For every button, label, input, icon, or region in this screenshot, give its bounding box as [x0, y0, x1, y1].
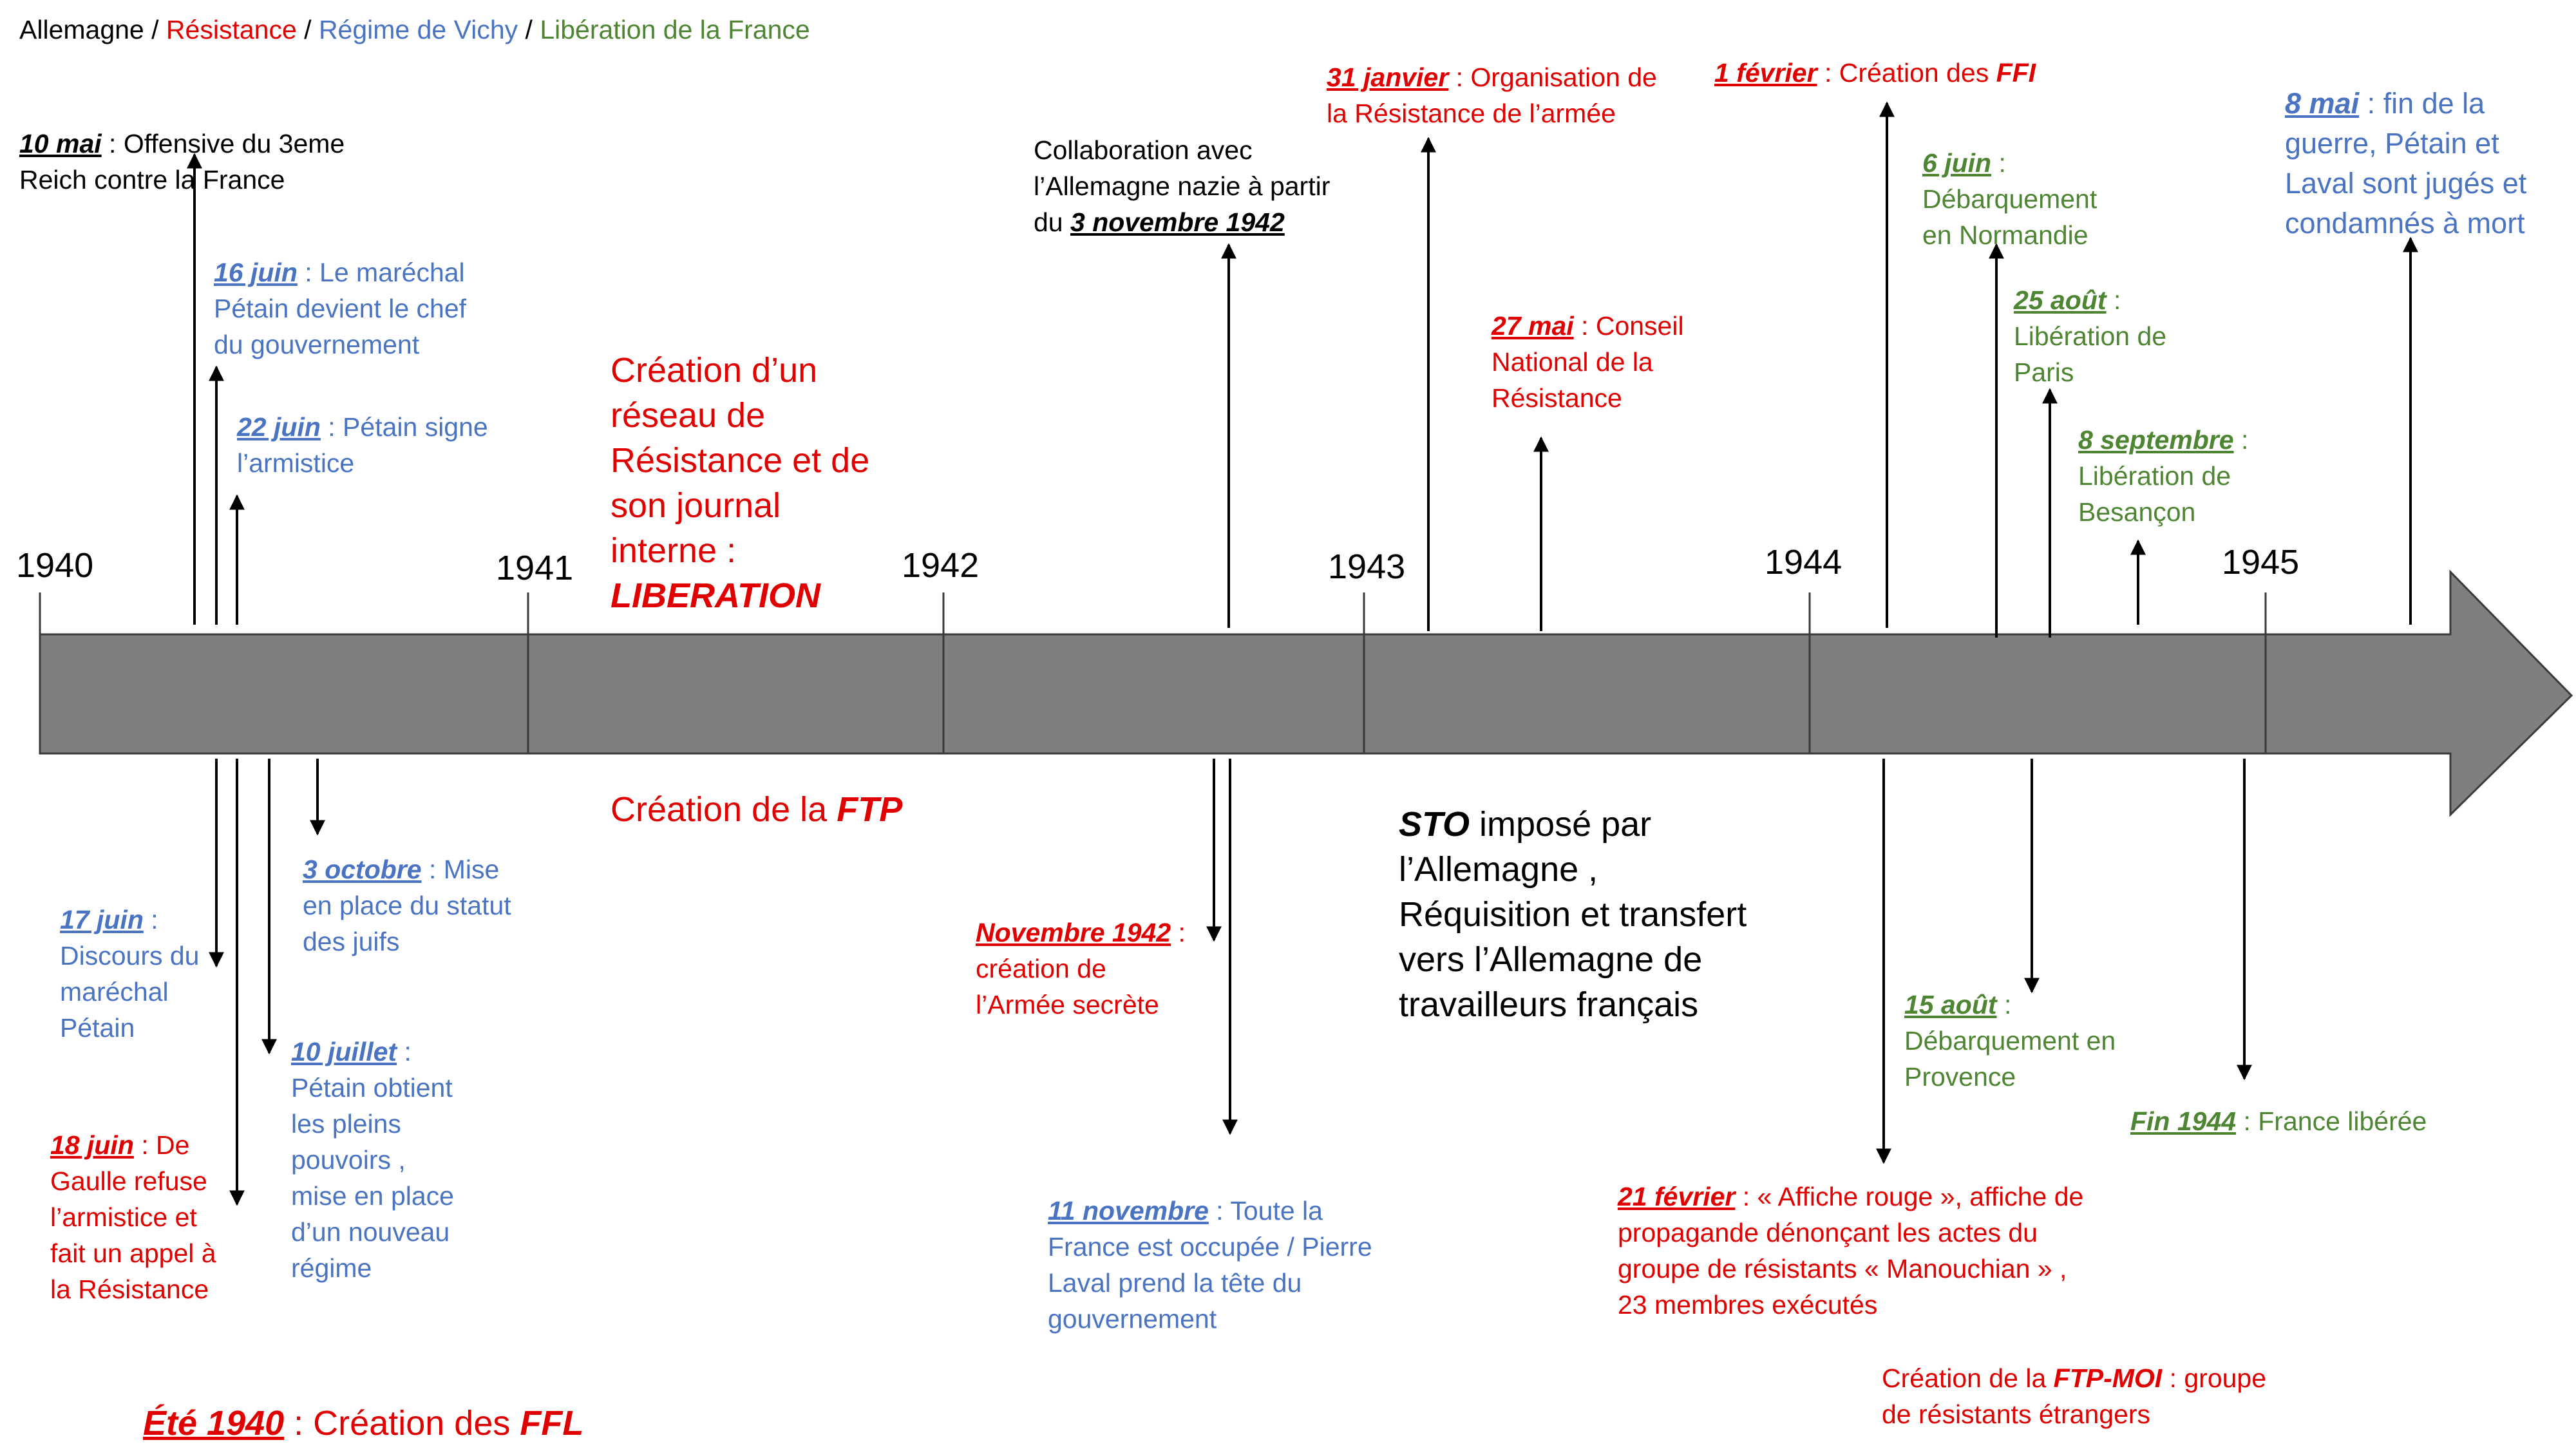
legend-resistance: Résistance	[166, 15, 297, 44]
event-sto: STO imposé par l’Allemagne , Réquisition…	[1399, 802, 1747, 1027]
event-3octobre: 3 octobre : Mise en place du statut des …	[303, 851, 511, 960]
event-16juin: 16 juin : Le maréchal Pétain devient le …	[214, 254, 466, 363]
event-text: : Le maréchal Pétain devient le chef du …	[214, 258, 467, 359]
event-date: 18 juin	[50, 1130, 134, 1160]
legend-allemagne: Allemagne	[19, 15, 144, 44]
event-text: Création de la	[1882, 1363, 2054, 1393]
year-label: 1943	[1328, 547, 1406, 586]
event-8mai: 8 mai : fin de la guerre, Pétain et Lava…	[2285, 84, 2526, 243]
year-label: 1944	[1765, 543, 1842, 582]
event-text: : France libérée	[2236, 1106, 2427, 1136]
event-text: : fin de la guerre, Pétain et Laval sont…	[2285, 87, 2527, 240]
year-label: 1940	[16, 546, 94, 585]
event-collaboration: Collaboration avec l’Allemagne nazie à p…	[1034, 132, 1330, 240]
event-text: : Débarquement en Provence	[1904, 990, 2116, 1092]
event-text: : « Affiche rouge », affiche de propagan…	[1618, 1182, 2084, 1320]
event-text: Création d’un réseau de Résistance et de…	[611, 351, 870, 570]
event-date: 25 août	[2014, 285, 2107, 315]
event-date: 27 mai	[1492, 311, 1574, 341]
event-date: Été 1940	[143, 1404, 285, 1443]
event-date: 22 juin	[237, 412, 321, 442]
event-fin1944: Fin 1944 : France libérée	[2130, 1103, 2427, 1139]
event-text: : Organisation de la Résistance de l’arm…	[1327, 62, 1657, 128]
year-label: 1942	[902, 546, 980, 585]
event-1fevrier: 1 février : Création des FFI	[1714, 55, 2036, 91]
event-date: 17 juin	[60, 905, 144, 934]
event-date: 3 novembre 1942	[1070, 207, 1285, 237]
event-date: 31 janvier	[1327, 62, 1449, 92]
event-25aout: 25 août : Libération de Paris	[2014, 282, 2166, 390]
event-text: : Création des	[1817, 58, 1996, 88]
event-bold: FTP	[837, 790, 903, 829]
event-date: 10 mai	[19, 129, 102, 158]
event-text: : Débarquement en Normandie	[1922, 148, 2098, 250]
event-text: : Toute la France est occupée / Pierre L…	[1048, 1196, 1372, 1334]
timeline-arrow-bar	[39, 569, 2573, 817]
event-text: : Conseil National de la Résistance	[1492, 311, 1684, 413]
event-8septembre: 8 septembre : Libération de Besançon	[2078, 422, 2248, 530]
legend-liberation: Libération de la France	[540, 15, 810, 44]
year-label: 1941	[496, 549, 574, 587]
event-27mai: 27 mai : Conseil National de la Résistan…	[1492, 308, 1684, 416]
event-arrows	[187, 101, 2418, 1206]
event-date: 1 février	[1714, 58, 1817, 88]
legend: Allemagne / Résistance / Régime de Vichy…	[19, 12, 810, 48]
year-ticks	[39, 592, 2267, 753]
event-date: 15 août	[1904, 990, 1997, 1019]
event-bold: STO	[1399, 805, 1470, 844]
event-6juin: 6 juin : Débarquement en Normandie	[1922, 145, 2097, 253]
event-ete1940: Été 1940 : Création des FFL	[143, 1401, 583, 1446]
legend-separator: /	[518, 15, 540, 44]
event-ftp-moi: Création de la FTP-MOI : groupe de résis…	[1882, 1360, 2266, 1432]
event-text: : Mise en place du statut des juifs	[303, 855, 511, 956]
event-date: 6 juin	[1922, 148, 1992, 178]
event-bold: LIBERATION	[611, 576, 820, 615]
event-text: : Discours du maréchal Pétain	[60, 905, 200, 1043]
event-text: : De Gaulle refuse l’armistice et fait u…	[50, 1130, 216, 1304]
event-11novembre: 11 novembre : Toute la France est occupé…	[1048, 1193, 1372, 1337]
event-10juillet: 10 juillet : Pétain obtient les pleins p…	[291, 1034, 454, 1286]
event-15aout: 15 août : Débarquement en Provence	[1904, 987, 2116, 1095]
legend-vichy: Régime de Vichy	[318, 15, 518, 44]
event-text: : groupe de résistants étrangers	[1882, 1363, 2267, 1429]
event-text: Collaboration avec l’Allemagne nazie à p…	[1034, 135, 1331, 237]
event-date: 16 juin	[214, 258, 298, 287]
event-date: Novembre 1942	[976, 918, 1171, 947]
event-bold: FFL	[520, 1404, 584, 1443]
event-date: Fin 1944	[2130, 1106, 2237, 1136]
event-ftp: Création de la FTP	[611, 787, 902, 832]
event-text: : Libération de Paris	[2014, 285, 2167, 387]
year-label: 1945	[2222, 543, 2300, 582]
legend-separator: /	[296, 15, 319, 44]
legend-separator: /	[144, 15, 166, 44]
event-text: : Offensive du 3eme Reich contre la Fran…	[19, 129, 345, 194]
event-text: : Libération de Besançon	[2078, 425, 2249, 527]
event-bold: FFI	[1996, 58, 2036, 88]
event-reseau-liberation: Création d’un réseau de Résistance et de…	[611, 348, 869, 618]
event-date: 8 septembre	[2078, 425, 2234, 455]
event-text: : création de l’Armée secrète	[976, 918, 1186, 1019]
event-10mai: 10 mai : Offensive du 3eme Reich contre …	[19, 126, 345, 198]
event-text: imposé par l’Allemagne , Réquisition et …	[1399, 805, 1747, 1024]
event-text: : Pétain obtient les pleins pouvoirs , m…	[291, 1037, 454, 1283]
event-date: 8 mai	[2285, 87, 2360, 120]
event-bold: FTP-MOI	[2053, 1363, 2163, 1393]
event-31janvier: 31 janvier : Organisation de la Résistan…	[1327, 59, 1657, 131]
event-date: 10 juillet	[291, 1037, 397, 1066]
event-date: 21 février	[1618, 1182, 1736, 1211]
event-text: Création de la	[611, 790, 837, 829]
event-text: : Création des	[284, 1404, 520, 1443]
event-date: 3 octobre	[303, 855, 422, 884]
event-text: : Pétain signe l’armistice	[237, 412, 488, 478]
event-21fevrier: 21 février : « Affiche rouge », affiche …	[1618, 1179, 2083, 1323]
event-date: 11 novembre	[1048, 1196, 1209, 1226]
event-17juin: 17 juin : Discours du maréchal Pétain	[60, 902, 199, 1046]
event-novembre1942: Novembre 1942 : création de l’Armée secr…	[976, 914, 1186, 1023]
event-22juin: 22 juin : Pétain signe l’armistice	[237, 409, 488, 481]
event-18juin: 18 juin : De Gaulle refuse l’armistice e…	[50, 1127, 216, 1307]
